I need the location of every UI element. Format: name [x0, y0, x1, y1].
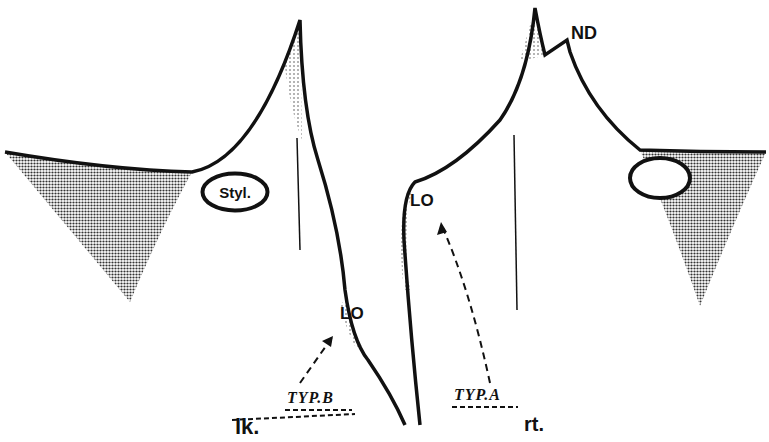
hatched-area [5, 152, 192, 302]
side-label: rt. [524, 414, 544, 434]
outline [5, 20, 405, 425]
arrowhead [437, 222, 447, 235]
type-label: TYP.A [454, 387, 501, 403]
leader-arrow [442, 226, 490, 383]
dashed-underline [452, 406, 518, 408]
type-label: TYP.B [287, 390, 334, 406]
dashed-underline [285, 409, 352, 411]
thin-line [514, 135, 517, 310]
node-text: Styl. [219, 185, 251, 200]
styloid-ellipse: Styl. [200, 171, 270, 213]
structure-label: LO [410, 192, 434, 209]
structure-label: ND [571, 24, 597, 42]
arrowhead [322, 336, 333, 347]
leader-arrow [300, 336, 333, 383]
structure-label: LO [340, 305, 364, 322]
foramen-ellipse [630, 158, 690, 198]
thin-line [297, 138, 300, 250]
side-label: lk. [235, 416, 259, 438]
outline [404, 8, 766, 425]
